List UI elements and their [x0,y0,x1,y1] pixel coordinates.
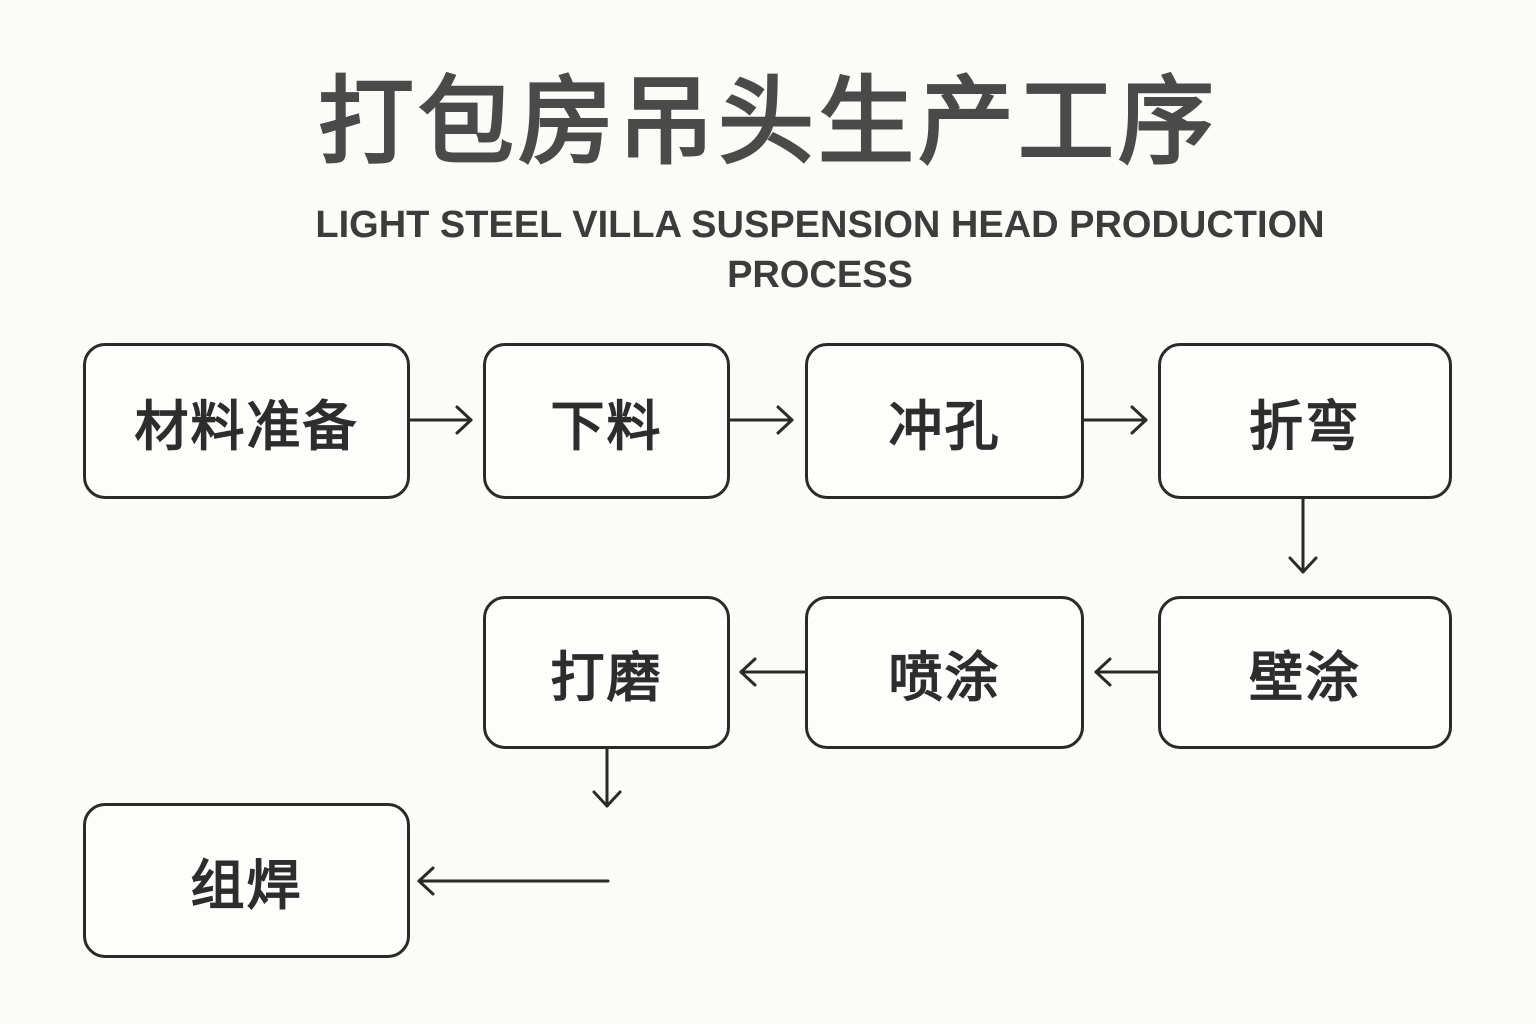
arrow-punching-to-bending [1082,405,1148,435]
arrow-to-welding [417,866,610,896]
step-label: 组焊 [190,854,303,917]
step-wall-coating[interactable]: 壁涂 [1158,596,1452,749]
step-blanking[interactable]: 下料 [483,343,730,499]
step-label: 壁涂 [1249,646,1361,709]
step-label: 下料 [550,394,663,458]
step-spray-coating[interactable]: 喷涂 [805,596,1084,749]
step-bending[interactable]: 折弯 [1158,343,1452,499]
arrow-bending-to-wall-coating [1288,497,1318,574]
step-welding[interactable]: 组焊 [83,803,410,958]
arrow-grinding-down [592,747,622,808]
diagram-title: 打包房吊头生产工序 [318,66,1218,178]
step-label: 折弯 [1249,394,1361,458]
step-label: 打磨 [550,646,663,709]
step-punching[interactable]: 冲孔 [805,343,1084,499]
step-material-prep[interactable]: 材料准备 [83,343,410,499]
step-label: 喷涂 [888,646,1001,709]
arrow-wall-coating-to-spray-coating [1094,657,1161,687]
step-grinding[interactable]: 打磨 [483,596,730,749]
diagram-subtitle: LIGHT STEEL VILLA SUSPENSION HEAD PRODUC… [315,204,1325,296]
step-label: 材料准备 [134,394,359,458]
arrow-blanking-to-punching [728,405,794,435]
step-label: 冲孔 [888,394,1001,458]
arrow-spray-coating-to-grinding [739,657,808,687]
arrow-material-prep-to-blanking [408,405,473,435]
